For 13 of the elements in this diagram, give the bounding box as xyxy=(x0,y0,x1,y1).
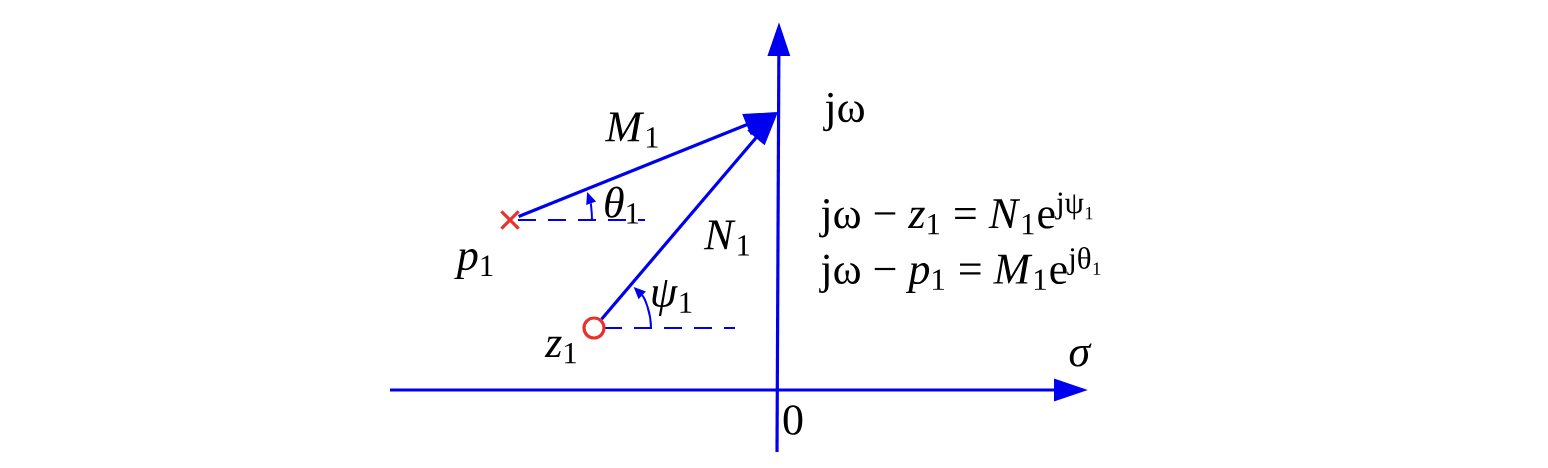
equation: jω − p$_{1}$ = M$_{1}$e$^{jθ₁}$ xyxy=(819,247,1101,293)
edge-label: N$_{1}$ xyxy=(703,220,750,256)
circle-marker xyxy=(582,316,606,340)
axis-label: σ xyxy=(1069,343,1092,367)
point-label: z$_{1}$ xyxy=(544,336,576,364)
cross-marker xyxy=(499,209,521,231)
edge-label: M$_{1}$ xyxy=(604,112,658,148)
point-label: p$_{1}$ xyxy=(454,248,493,280)
equation: jω − z$_{1}$ = N$_{1}$e$^{jψ₁}$ xyxy=(819,192,1093,238)
axis-label: jω xyxy=(823,92,864,132)
angle-label: θ$_{1}$ xyxy=(605,186,639,224)
axis-label: 0 xyxy=(783,405,803,435)
angle-label: ψ$_{1}$ xyxy=(652,280,692,316)
